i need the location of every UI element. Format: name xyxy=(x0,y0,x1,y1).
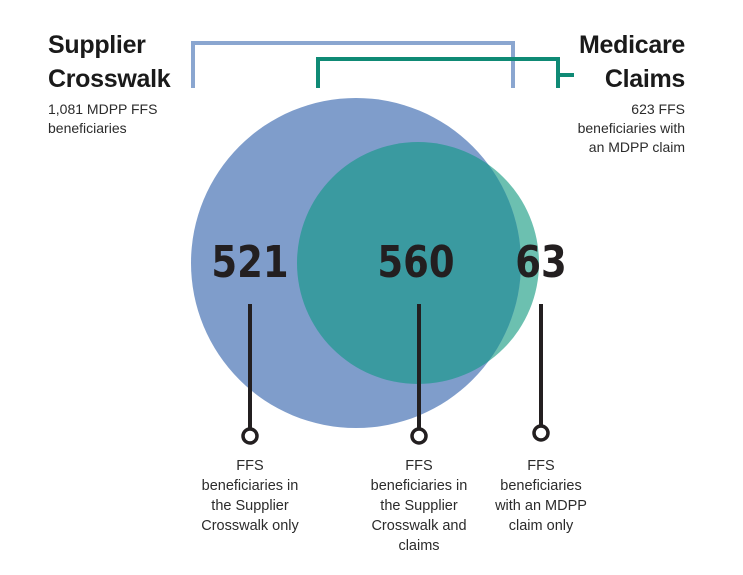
claims-only-label: FFS beneficiaries with an MDPP claim onl… xyxy=(495,458,587,534)
leader-marker-both xyxy=(410,427,428,445)
leader-marker-supplier-only xyxy=(241,427,259,445)
supplier-crosswalk-description: 1,081 MDPP FFS beneficiaries xyxy=(48,101,158,136)
leader-marker-claims-only xyxy=(532,424,550,442)
both-sets-label: FFS beneficiaries in the Supplier Crossw… xyxy=(370,458,468,554)
supplier-only-label: FFS beneficiaries in the Supplier Crossw… xyxy=(201,458,299,534)
medicare-claims-description: 623 FFS beneficiaries with an MDPP claim xyxy=(577,101,685,155)
both-sets-count: 560 xyxy=(377,237,455,288)
overlap-region xyxy=(297,142,521,384)
supplier-crosswalk-title: Supplier Crosswalk xyxy=(48,31,171,93)
medicare-claims-title: Medicare Claims xyxy=(579,31,685,93)
claims-only-count: 63 xyxy=(515,237,567,288)
medicare-claims-bracket xyxy=(316,57,560,88)
supplier-crosswalk-bracket xyxy=(191,41,515,88)
supplier-only-count: 521 xyxy=(211,237,289,288)
